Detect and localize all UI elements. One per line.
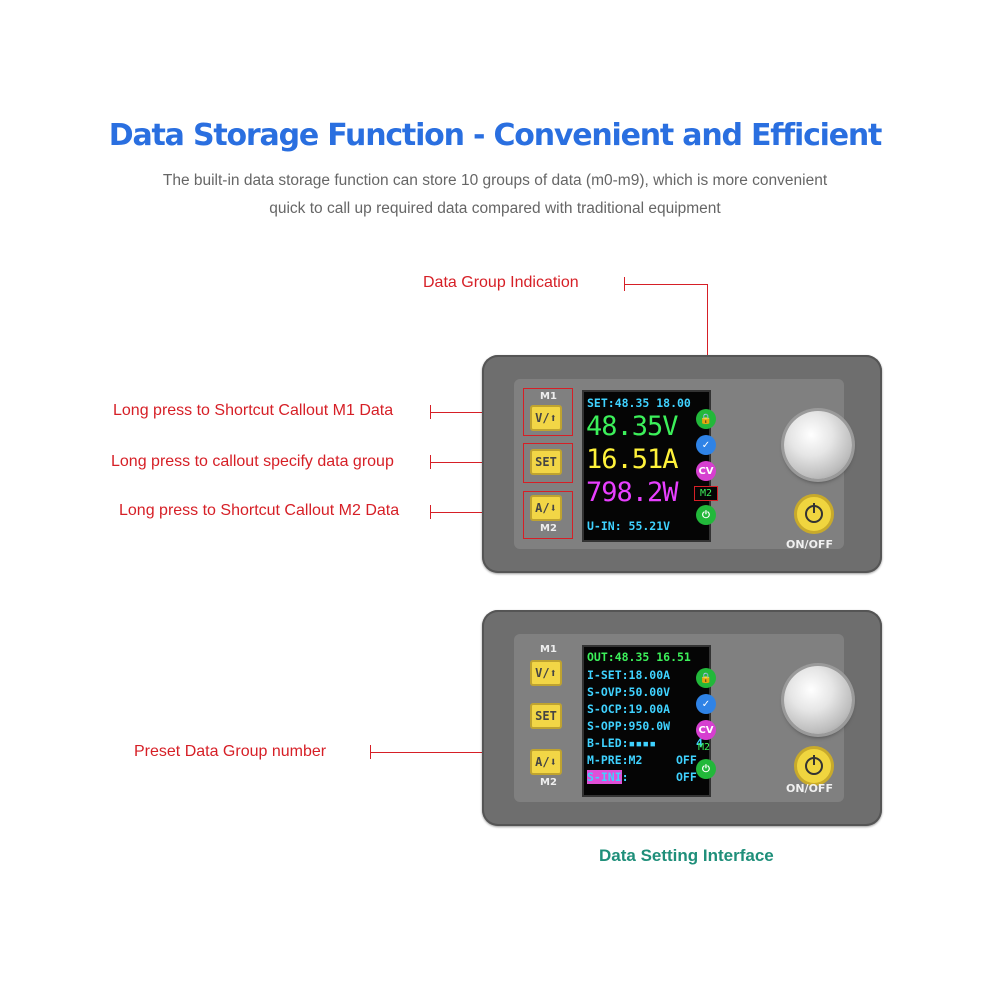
data-group-indicator: M2 (698, 742, 711, 753)
cv-mode-icon: CV (696, 720, 716, 740)
callout-line (707, 284, 708, 396)
callout-data-group: Data Group Indication (423, 274, 579, 291)
current-readout: 16.51A (586, 444, 679, 475)
power-readout: 798.2W (586, 477, 679, 508)
m1-label: M1 (540, 644, 557, 655)
check-icon: ✓ (696, 694, 716, 714)
highlight-box-m2 (523, 491, 573, 539)
page-title: Data Storage Function - Convenient and E… (108, 118, 883, 153)
power-icon (805, 755, 823, 775)
adjust-knob[interactable] (784, 666, 852, 734)
set-button[interactable]: SET (530, 703, 562, 729)
voltage-readout: 48.35V (586, 411, 679, 442)
callout-m1: Long press to Shortcut Callout M1 Data (113, 402, 394, 419)
m-pre-value: OFF (676, 753, 697, 767)
callout-line (430, 462, 526, 463)
s-ini-colon: : (621, 770, 629, 784)
menu-s-ini: S-INI: (587, 770, 629, 784)
subtitle-line-1: The built-in data storage function can s… (162, 172, 828, 189)
lcd-screen: SET:48.35 18.00 48.35V 16.51A 798.2W U-I… (582, 390, 711, 542)
menu-s-ocp: S-OCP:19.00A (587, 702, 671, 716)
s-ini-selected: S-INI (587, 770, 622, 784)
data-group-indicator: M2 (694, 486, 718, 501)
subtitle-line-2: quick to call up required data compared … (269, 200, 721, 217)
highlight-box-set (523, 443, 573, 483)
check-icon: ✓ (696, 435, 716, 455)
callout-preset: Preset Data Group number (134, 743, 327, 760)
callout-line (624, 284, 708, 285)
m1-label: M1 (540, 391, 557, 402)
output-values: OUT:48.35 16.51 (587, 650, 691, 664)
input-voltage: U-IN: 55.21V (587, 519, 671, 533)
cv-mode-icon: CV (696, 461, 716, 481)
power-icon (805, 503, 823, 523)
menu-s-ovp: S-OVP:50.00V (587, 685, 671, 699)
menu-s-opp: S-OPP:950.0W (587, 719, 671, 733)
callout-line (430, 512, 526, 513)
callout-line (430, 412, 526, 413)
highlight-box-m1 (523, 388, 573, 436)
output-on-icon: ⏻ (696, 759, 716, 779)
current-down-button[interactable]: A/⬇ (530, 495, 562, 521)
adjust-knob[interactable] (784, 411, 852, 479)
b-led-value: 4 (696, 736, 703, 750)
menu-b-led: B-LED:▪▪▪▪ (587, 736, 656, 750)
power-button[interactable] (794, 746, 834, 786)
power-supply-device-1: M1 V/⬆ SET A/⬇ M2 SET:48.35 18.00 48.35V… (482, 355, 882, 573)
b-led-blocks: ▪▪▪▪ (628, 736, 657, 750)
caption: Data Setting Interface (599, 846, 774, 865)
power-button[interactable] (794, 494, 834, 534)
onoff-label: ON/OFF (786, 538, 833, 551)
lcd-screen: OUT:48.35 16.51 I-SET:18.00A S-OVP:50.00… (582, 645, 711, 797)
voltage-up-button[interactable]: V/⬆ (530, 660, 562, 686)
set-button[interactable]: SET (530, 449, 562, 475)
menu-m-pre: M-PRE:M2 (587, 753, 643, 767)
callout-specify: Long press to callout specify data group (111, 453, 394, 470)
m2-label: M2 (540, 523, 557, 534)
power-supply-device-2: M1 V/⬆ SET A/⬇ M2 OUT:48.35 16.51 I-SET:… (482, 610, 882, 826)
callout-line (370, 752, 584, 753)
output-on-icon: ⏻ (696, 505, 716, 525)
lock-icon: 🔒 (696, 409, 716, 429)
current-down-button[interactable]: A/⬇ (530, 749, 562, 775)
voltage-up-button[interactable]: V/⬆ (530, 405, 562, 431)
b-led-label: B-LED: (587, 736, 629, 750)
s-ini-value: OFF (676, 770, 697, 784)
callout-m2: Long press to Shortcut Callout M2 Data (119, 502, 400, 519)
onoff-label: ON/OFF (786, 782, 833, 795)
lock-icon: 🔒 (696, 668, 716, 688)
m2-label: M2 (540, 777, 557, 788)
menu-i-set: I-SET:18.00A (587, 668, 671, 682)
set-values: SET:48.35 18.00 (587, 396, 691, 410)
